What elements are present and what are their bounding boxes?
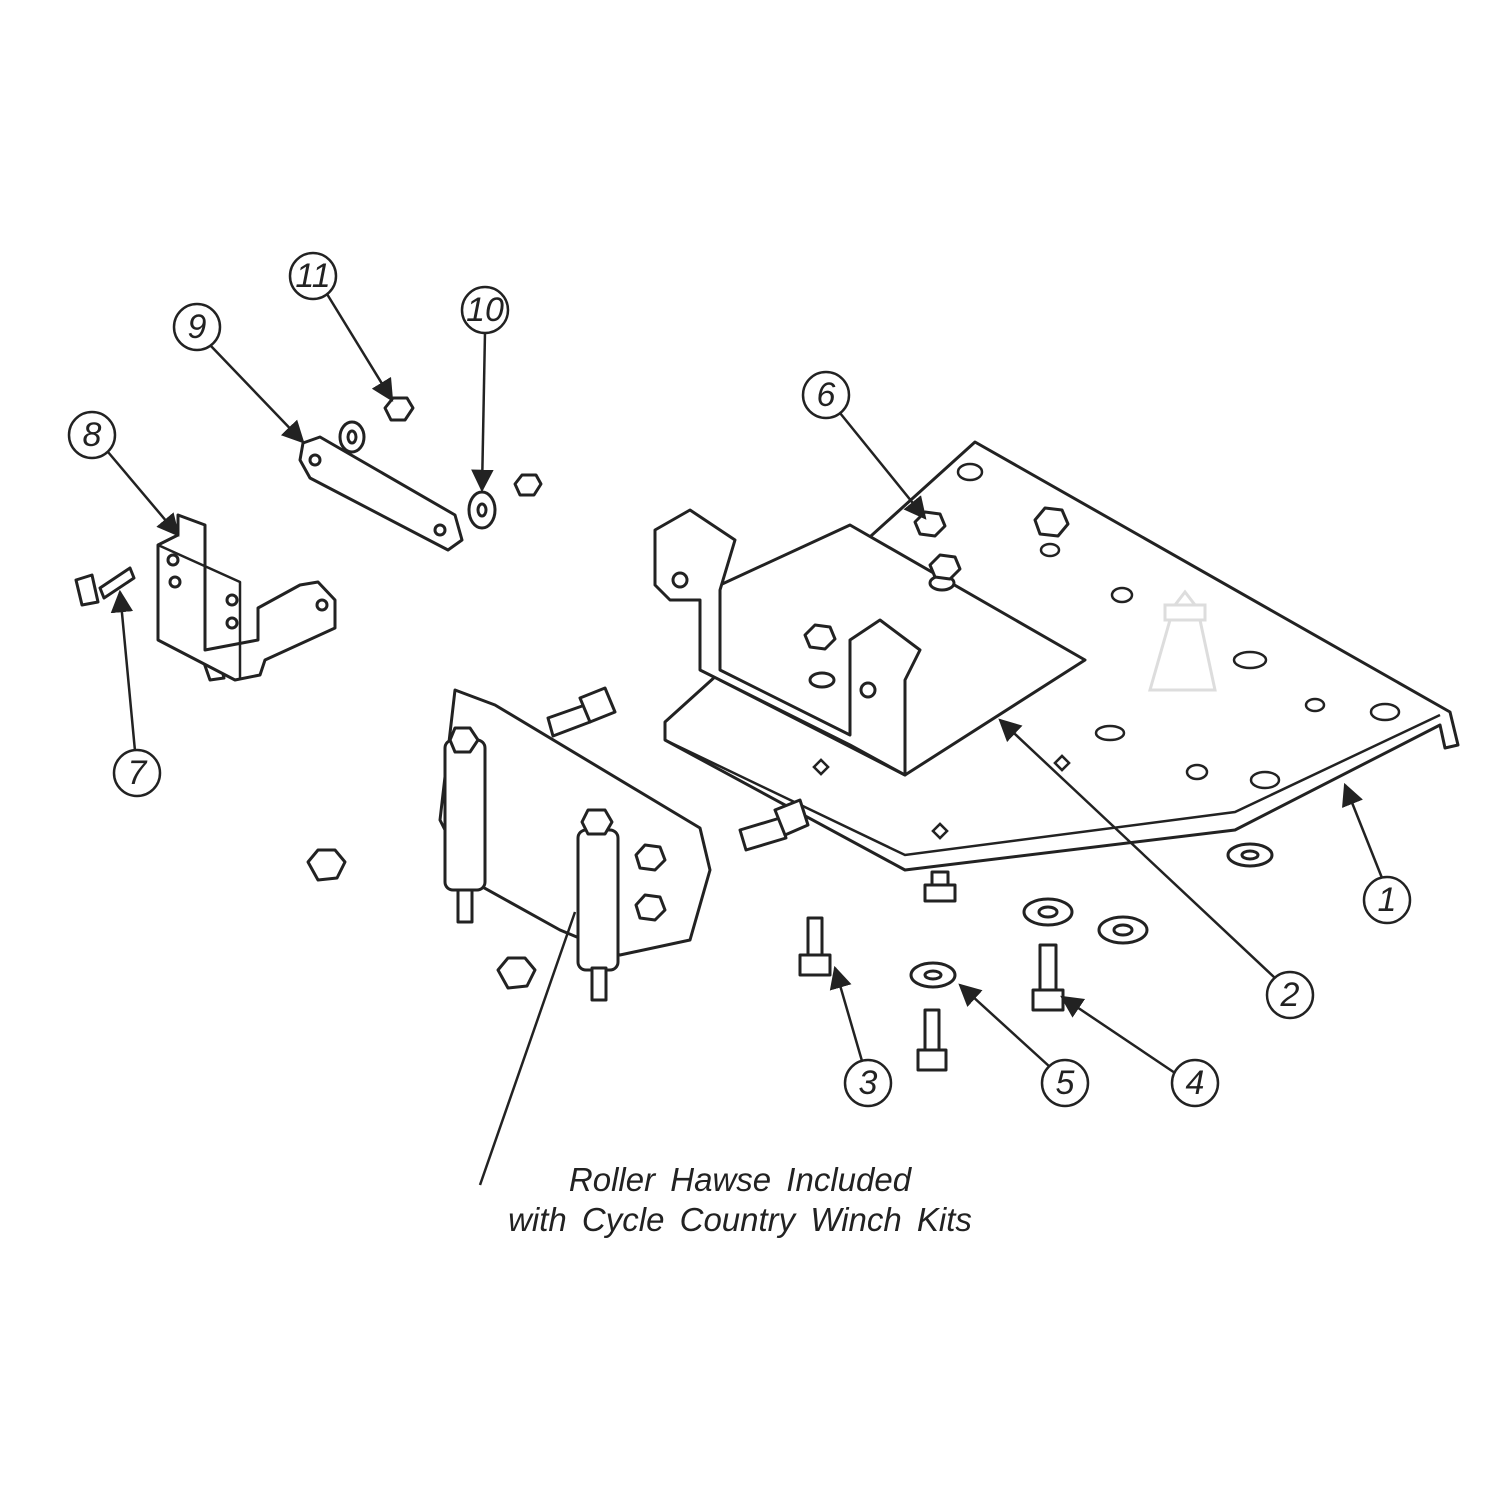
svg-text:9: 9 (188, 308, 207, 346)
washers (338, 420, 1274, 989)
roller-hawse (438, 688, 712, 1002)
winch-mount-part-2 (653, 508, 1087, 777)
roller-hawse-note: Roller Hawse Included with Cycle Country… (440, 1160, 1040, 1240)
callout-3: 3 (843, 1058, 893, 1108)
note-line-1: Roller Hawse Included (568, 1161, 912, 1198)
lighthouse-watermark (1148, 589, 1217, 692)
bracket-part-8 (156, 513, 337, 682)
callout-1: 1 (1362, 875, 1412, 925)
svg-text:10: 10 (466, 291, 504, 329)
svg-text:6: 6 (817, 376, 836, 414)
callout-2: 2 (1265, 970, 1315, 1020)
bolts (74, 566, 1065, 1072)
leader-lines (107, 293, 1384, 1186)
svg-text:4: 4 (1186, 1064, 1205, 1102)
note-line-2: with Cycle Country Winch Kits (508, 1201, 972, 1238)
strap-part-9 (298, 435, 464, 552)
callout-7: 7 (112, 748, 162, 798)
svg-text:5: 5 (1056, 1064, 1075, 1102)
callout-10: 10 (460, 285, 510, 335)
svg-text:3: 3 (859, 1064, 878, 1102)
hex-nuts (306, 396, 1070, 990)
callout-9: 9 (172, 302, 222, 352)
svg-text:2: 2 (1280, 976, 1300, 1014)
callout-8: 8 (67, 410, 117, 460)
svg-text:8: 8 (83, 416, 102, 454)
callout-4: 4 (1170, 1058, 1220, 1108)
callout-5: 5 (1040, 1058, 1090, 1108)
callout-11: 11 (288, 251, 338, 301)
svg-text:11: 11 (295, 257, 330, 295)
svg-text:7: 7 (128, 754, 148, 792)
svg-text:1: 1 (1378, 881, 1397, 919)
callout-6: 6 (801, 370, 851, 420)
